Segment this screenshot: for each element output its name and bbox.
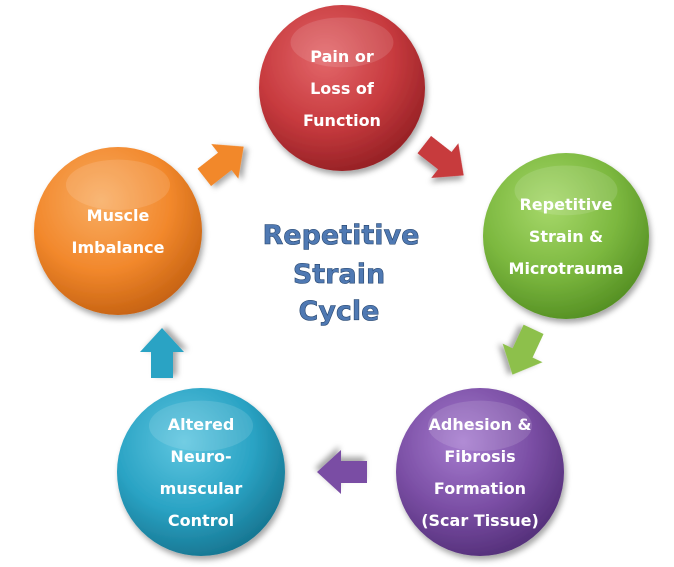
- arrow-altered-imbalance: [140, 328, 184, 378]
- node-circle-imbalance: [34, 147, 202, 315]
- arrows-layer: [140, 135, 544, 494]
- cycle-title-line-1: Strain: [293, 259, 385, 290]
- node-highlight-imbalance: [65, 159, 171, 210]
- node-label-adhesion-2: Formation: [434, 479, 526, 498]
- arrow-strain-adhesion: [502, 324, 544, 375]
- arrow-imbalance-pain: [197, 144, 244, 187]
- node-highlight-adhesion: [427, 400, 533, 451]
- arrow-pain-strain: [417, 135, 464, 178]
- node-highlight-pain: [290, 17, 394, 68]
- node-label-altered-0: Altered: [168, 415, 235, 434]
- node-label-adhesion-0: Adhesion &: [429, 415, 532, 434]
- node-label-strain-2: Microtrauma: [509, 259, 624, 278]
- node-circle-altered: [117, 388, 285, 556]
- node-circle-pain: [259, 5, 425, 171]
- node-label-imbalance-1: Imbalance: [72, 238, 165, 257]
- cycle-title-line-0: Repetitive: [263, 220, 420, 251]
- node-label-pain-2: Function: [303, 111, 381, 130]
- node-label-adhesion-3: (Scar Tissue): [421, 511, 539, 530]
- node-label-strain-1: Strain &: [529, 227, 603, 246]
- node-label-altered-2: muscular: [160, 479, 243, 498]
- node-label-pain-1: Loss of: [310, 79, 375, 98]
- arrow-adhesion-altered: [317, 450, 367, 494]
- node-label-altered-1: Neuro-: [170, 447, 231, 466]
- node-label-pain-0: Pain or: [310, 47, 374, 66]
- node-highlight-strain: [514, 165, 618, 216]
- node-highlight-altered: [148, 400, 254, 451]
- node-label-imbalance-0: Muscle: [87, 206, 150, 225]
- node-label-adhesion-1: Fibrosis: [444, 447, 515, 466]
- node-circle-adhesion: [396, 388, 564, 556]
- cycle-title-line-2: Cycle: [299, 296, 380, 327]
- node-pain: Pain or Loss of Function: [259, 5, 425, 171]
- node-label-strain-0: Repetitive: [519, 195, 612, 214]
- node-circle-strain: [483, 153, 649, 319]
- node-label-altered-3: Control: [168, 511, 234, 530]
